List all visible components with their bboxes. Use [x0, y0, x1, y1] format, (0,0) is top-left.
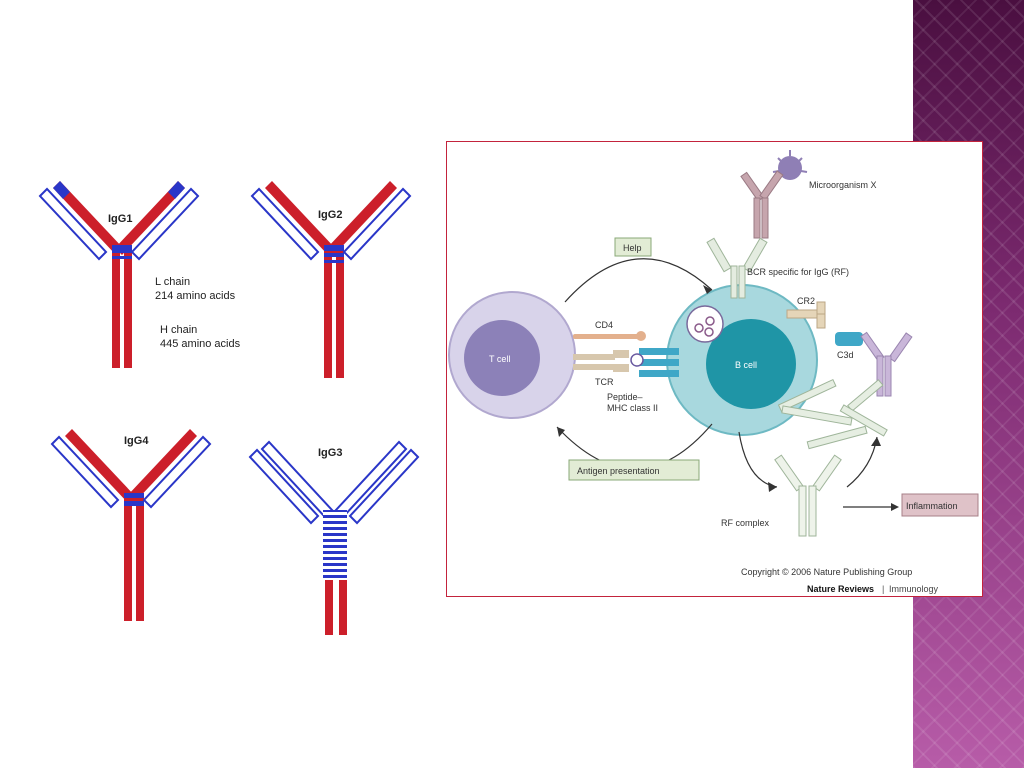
- help-arrow: [564, 258, 713, 303]
- t-cell-label: T cell: [489, 354, 510, 364]
- rf-activation-diagram: T cell B cell CD4 TCR: [446, 141, 983, 597]
- immune-complex: [777, 378, 888, 450]
- cd4-molecule: [573, 334, 639, 339]
- igg4-antibody: [50, 429, 212, 621]
- tcr-label: TCR: [595, 377, 614, 387]
- cd4-label: CD4: [595, 320, 613, 330]
- rf-complex-label: RF complex: [721, 518, 770, 528]
- igg-subclasses-panel: IgG1 L chain 214 amino acids H chain 445…: [0, 150, 440, 670]
- igg3-title: IgG3: [318, 447, 342, 459]
- h-chain-label: H chain: [160, 324, 197, 336]
- antigen-presentation-box: [568, 459, 700, 481]
- l-chain-amino-acids: 214 amino acids: [155, 290, 236, 302]
- igg1-title: IgG1: [108, 213, 132, 225]
- journal-name: Nature Reviews: [807, 584, 874, 594]
- tcr-molecule: [573, 350, 629, 372]
- rf-complex: [774, 454, 842, 537]
- t-cell: [448, 291, 576, 419]
- igg4-title: IgG4: [124, 435, 149, 447]
- microorganism-x: [772, 150, 808, 180]
- journal-subtitle: Immunology: [889, 584, 939, 594]
- cr2-label: CR2: [797, 296, 815, 306]
- rf-complex-arrow-in: [738, 431, 778, 488]
- l-chain-label: L chain: [155, 276, 190, 288]
- copyright-text: Copyright © 2006 Nature Publishing Group: [741, 567, 912, 577]
- igg2-title: IgG2: [318, 209, 342, 221]
- mhc-class-ii: [630, 348, 679, 377]
- igg2-antibody: [250, 181, 412, 378]
- inflammation-box: [901, 493, 979, 517]
- help-label: Help: [623, 243, 642, 253]
- h-chain-amino-acids: 445 amino acids: [160, 338, 241, 350]
- mhc-label: MHC class II: [607, 403, 658, 413]
- inflammation-label: Inflammation: [906, 501, 958, 511]
- peptide-label: Peptide–: [607, 392, 643, 402]
- igg3-antibody: [248, 440, 420, 635]
- microorganism-label: Microorganism X: [809, 180, 877, 190]
- bcr-receptor: [706, 237, 768, 299]
- journal-divider: |: [882, 584, 884, 594]
- bcr-label: BCR specific for IgG (RF): [747, 267, 849, 277]
- b-cell-label: B cell: [735, 360, 757, 370]
- igg-complement-bound: [860, 331, 913, 397]
- c3d-fragment: [835, 332, 863, 346]
- endosome: [686, 305, 724, 343]
- igg1-antibody: IgG1 L chain 214 amino acids H chain 445…: [38, 181, 241, 368]
- igg-on-microorganism: [740, 170, 784, 239]
- help-box: [614, 237, 652, 257]
- antigen-presentation-label: Antigen presentation: [577, 466, 660, 476]
- cr2-receptor: [786, 301, 826, 329]
- c3d-label: C3d: [837, 350, 854, 360]
